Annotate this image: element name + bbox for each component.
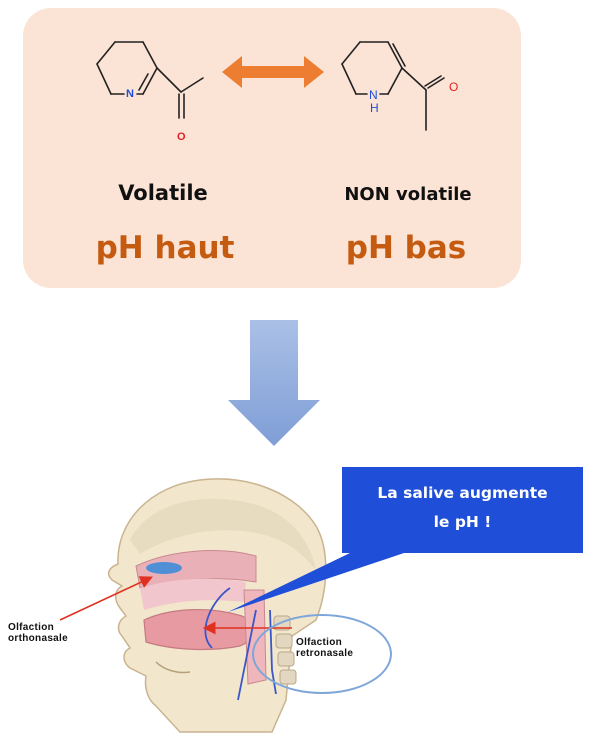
orthonasal-label: Olfaction orthonasale [8, 622, 68, 644]
ph-high-label: pH haut [95, 230, 235, 266]
oxygen-label: O [177, 131, 186, 143]
equilibrium-arrow [222, 56, 324, 88]
nitrogen-label: N [126, 88, 134, 100]
volatile-label: Volatile [118, 181, 208, 205]
orthonasal-line-2: orthonasale [8, 633, 68, 644]
callout-line-2: le pH ! [433, 513, 492, 531]
non-volatile-label: NON volatile [344, 184, 472, 205]
callout-line-1: La salive augmente [377, 484, 548, 502]
nh-hydrogen-label: H [370, 101, 379, 115]
retronasal-highlight-ellipse [252, 614, 392, 694]
enamine-molecule [341, 41, 445, 131]
ph-low-label: pH bas [345, 230, 467, 266]
retronasal-line-1: Olfaction [296, 637, 343, 648]
saliva-callout: La salive augmente le pH ! [342, 467, 583, 553]
nh-nitrogen-label: N [369, 88, 378, 102]
orthonasal-line-1: Olfaction [8, 622, 55, 633]
carbonyl-oxygen-label: O [449, 80, 459, 94]
imine-molecule [96, 41, 204, 119]
retronasal-label: Olfaction retronasale [296, 637, 353, 659]
down-arrow-icon [228, 320, 320, 446]
chemistry-panel [23, 8, 521, 288]
retronasal-line-2: retronasale [296, 648, 354, 659]
